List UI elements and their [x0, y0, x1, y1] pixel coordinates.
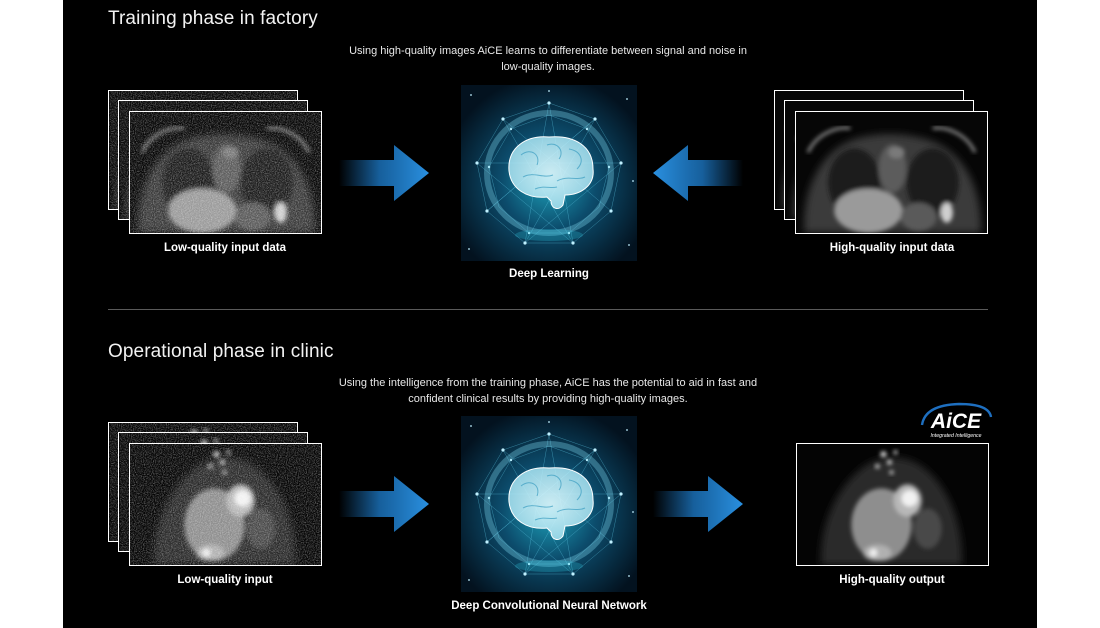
logo-wordmark: AiCE	[930, 410, 982, 433]
deep-cnn-brain-graphic	[461, 416, 637, 592]
arrow-right-icon	[339, 145, 429, 201]
section-divider	[108, 309, 988, 310]
training-right-caption: High-quality input data	[829, 242, 955, 254]
scan-card-front	[129, 443, 322, 566]
scan-card-front	[129, 111, 322, 234]
operational-right-caption: High-quality output	[839, 574, 945, 586]
scan-card-front	[795, 111, 988, 234]
high-quality-output-image	[796, 443, 989, 566]
training-description: Using high-quality images AiCE learns to…	[349, 45, 747, 73]
arrow-right-icon	[653, 476, 743, 532]
training-low-quality-image-stack	[108, 90, 323, 235]
operational-center-caption: Deep Convolutional Neural Network	[451, 600, 647, 612]
training-left-caption: Low-quality input data	[163, 242, 287, 254]
arrow-left-icon	[653, 145, 743, 201]
deep-learning-brain-graphic	[461, 85, 637, 261]
operational-section-title: Operational phase in clinic	[108, 341, 334, 362]
operational-low-quality-image-stack	[108, 422, 323, 567]
operational-left-caption: Low-quality input	[177, 574, 273, 586]
training-section-title: Training phase in factory	[108, 8, 318, 29]
training-high-quality-image-stack	[774, 90, 989, 235]
operational-description: Using the intelligence from the training…	[338, 377, 758, 405]
arrow-right-icon	[339, 476, 429, 532]
aice-logo: AiCE Integrated Intelligence	[920, 402, 993, 439]
training-center-caption: Deep Learning	[509, 268, 589, 280]
logo-tagline: Integrated Intelligence	[930, 433, 981, 439]
diagram-panel: Training phase in factory Using high-qua…	[63, 0, 1037, 628]
